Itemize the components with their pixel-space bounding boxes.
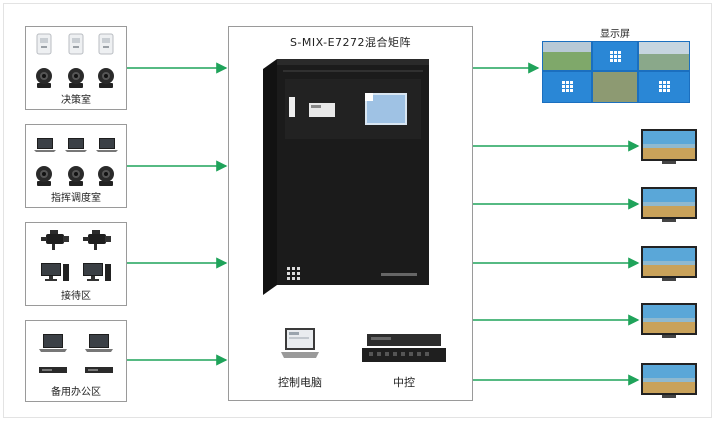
wall-control-panel-icon bbox=[68, 33, 84, 55]
source-decision-room: 决策室 bbox=[25, 26, 127, 110]
laptop-icon bbox=[65, 138, 87, 152]
laptop-icon bbox=[96, 138, 118, 152]
laptop-icon bbox=[85, 334, 113, 352]
source-label: 备用办公区 bbox=[51, 387, 101, 398]
pc-label: 控制电脑 bbox=[278, 376, 322, 389]
source-reception: 接待区 bbox=[25, 222, 127, 306]
ptz-camera-icon bbox=[68, 68, 84, 88]
source-dispatch-room: 指挥调度室 bbox=[25, 124, 127, 208]
central-control-icon bbox=[362, 334, 446, 362]
source-label: 指挥调度室 bbox=[51, 193, 101, 204]
laptop-icon bbox=[34, 138, 56, 152]
diagram-frame bbox=[3, 3, 712, 418]
matrix-chassis-icon bbox=[263, 59, 429, 295]
video-camera-icon bbox=[83, 230, 111, 250]
ptz-camera-icon bbox=[36, 166, 52, 186]
video-wall-icon bbox=[542, 41, 690, 103]
source-label: 决策室 bbox=[61, 95, 91, 106]
matrix-box: S-MIX-E7272混合矩阵 控制电脑 bbox=[228, 26, 473, 401]
rack-device-icon bbox=[85, 367, 113, 373]
source-backup-office: 备用办公区 bbox=[25, 320, 127, 402]
tv-monitor-icon bbox=[641, 129, 697, 164]
source-label: 接待区 bbox=[61, 291, 91, 302]
video-camera-icon bbox=[41, 230, 69, 250]
matrix-title: S-MIX-E7272混合矩阵 bbox=[289, 36, 412, 49]
desktop-pc-icon bbox=[83, 263, 111, 281]
tv-monitor-icon bbox=[641, 187, 697, 222]
wall-control-panel-icon bbox=[98, 33, 114, 55]
tv-monitor-icon bbox=[641, 303, 697, 338]
display-title: 显示屏 bbox=[600, 29, 630, 40]
ptz-camera-icon bbox=[68, 166, 84, 186]
tv-monitor-icon bbox=[641, 363, 697, 398]
ptz-camera-icon bbox=[98, 68, 114, 88]
tv-monitor-icon bbox=[641, 246, 697, 281]
ptz-camera-icon bbox=[98, 166, 114, 186]
ptz-camera-icon bbox=[36, 68, 52, 88]
laptop-icon bbox=[39, 334, 67, 352]
rack-device-icon bbox=[39, 367, 67, 373]
desktop-pc-icon bbox=[41, 263, 69, 281]
control-pc-icon bbox=[281, 328, 319, 358]
wall-control-panel-icon bbox=[36, 33, 52, 55]
central-control-label: 中控 bbox=[393, 376, 415, 389]
